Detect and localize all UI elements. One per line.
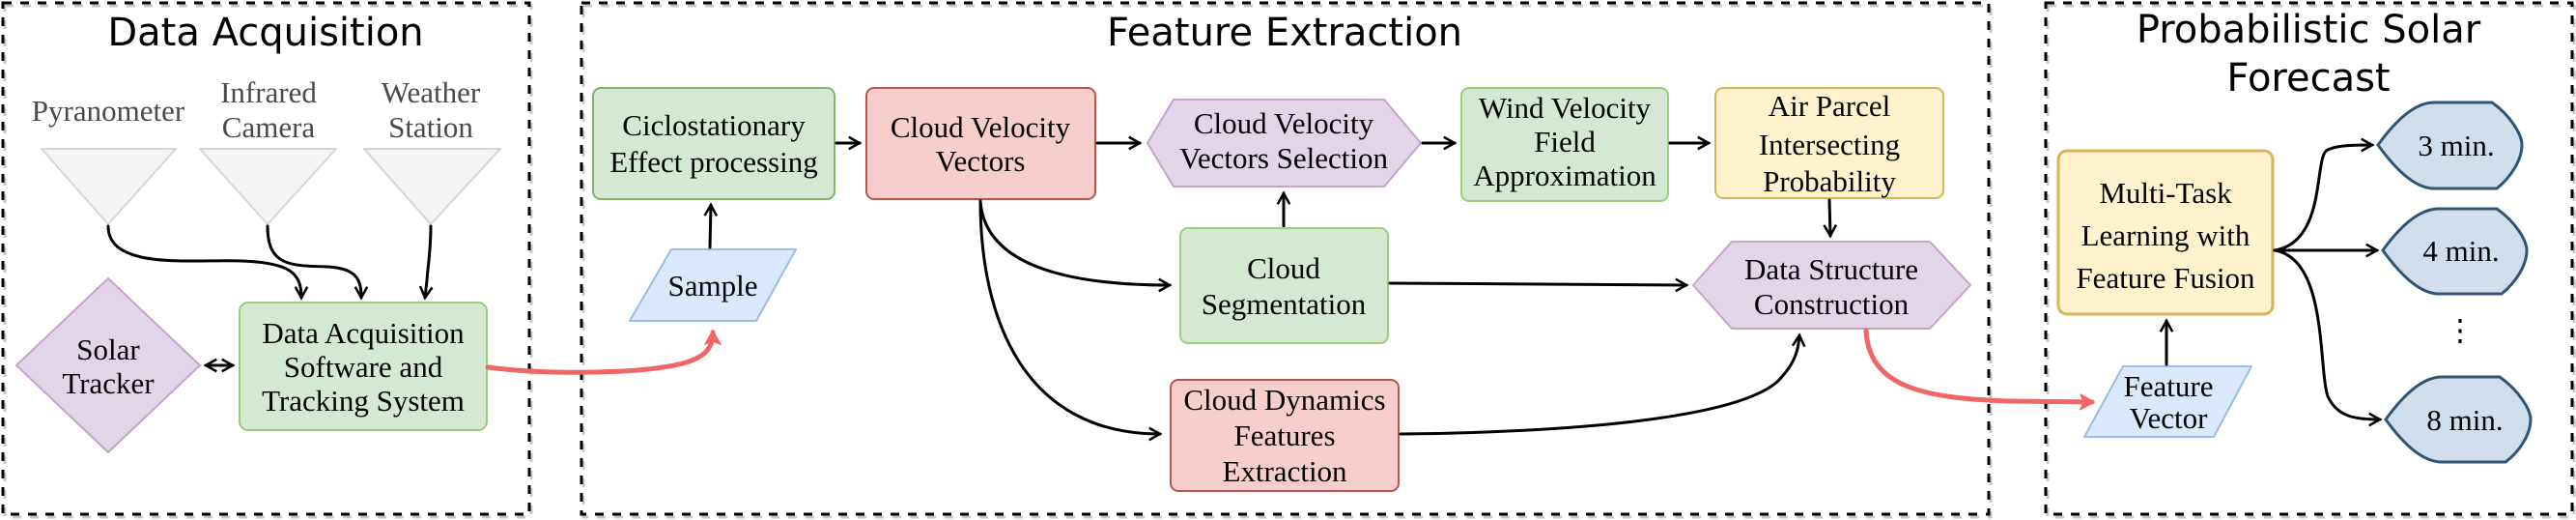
sensor-label: Station [388, 110, 473, 144]
panel-title-forecast-line2: Forecast [2226, 56, 2390, 101]
panel-title-extraction: Feature Extraction [1107, 11, 1462, 55]
edge-weather-to-daq [425, 224, 431, 298]
horizon-label: 3 min. [2418, 129, 2494, 162]
node-label: Data Acquisition [262, 316, 465, 350]
node-label: Air Parcel [1769, 89, 1891, 123]
node-label: Data Structure [1744, 252, 1918, 286]
teardrop-shape [2384, 375, 2533, 464]
box-shape [1170, 379, 1400, 492]
parallelogram-shape [2083, 365, 2252, 438]
node-label: Solar [76, 332, 140, 366]
node-label: Cloud Velocity [891, 110, 1071, 144]
node-label: Software and [284, 350, 443, 384]
node-label: Approximation [1473, 159, 1656, 192]
node-label: Tracker [62, 366, 155, 400]
node-label: Cloud [1247, 251, 1320, 285]
edge-daq-to-sample [485, 332, 713, 375]
sensor-triangle-shape [199, 148, 337, 225]
box-shape [1714, 87, 1944, 199]
box-shape [1460, 87, 1669, 202]
more-horizons-ellipsis: ⋮ [2446, 313, 2476, 347]
edge-dynamics-to-datastructure [1399, 335, 1799, 436]
node-label: Probability [1763, 164, 1896, 198]
node-wind-field[interactable]: Wind Velocity Field Approximation [1460, 87, 1669, 202]
node-label: Effect processing [609, 145, 818, 179]
node-label: Features [1233, 419, 1335, 452]
node-sample[interactable]: Sample [629, 248, 797, 322]
node-feature-vector[interactable]: Feature Vector [2083, 365, 2252, 438]
node-label: Multi-Task [2099, 176, 2232, 210]
node-label: Cloud Velocity [1194, 106, 1374, 140]
sensor-label: Weather [382, 75, 481, 109]
node-label: Vectors Selection [1179, 141, 1389, 175]
node-label: Wind Velocity [1479, 91, 1652, 125]
edge-segmentation-to-datastructure [1388, 283, 1686, 285]
node-label: Field [1534, 125, 1596, 159]
sensor-triangle-shape [41, 148, 177, 225]
node-label: Vector [2130, 401, 2209, 435]
edge-camera-to-daq [266, 224, 361, 298]
sensor-infrared-camera[interactable]: Infrared Camera [199, 75, 337, 225]
edge-mtl-to-8min [2273, 248, 2380, 419]
output-horizon-4min[interactable]: 4 min. [2381, 207, 2529, 296]
node-ciclostationary[interactable]: Ciclostationary Effect processing [592, 87, 835, 200]
node-cloud-dynamics[interactable]: Cloud Dynamics Features Extraction [1170, 379, 1400, 492]
node-air-parcel[interactable]: Air Parcel Intersecting Probability [1714, 87, 1944, 199]
edge-cvv-to-dynamics [978, 199, 1160, 434]
sensor-label: Camera [222, 110, 316, 144]
output-horizon-3min[interactable]: 3 min. [2376, 101, 2524, 190]
node-daq-system[interactable]: Data Acquisition Software and Tracking S… [239, 302, 488, 431]
node-cvv-selection[interactable]: Cloud Velocity Vectors Selection [1146, 99, 1422, 188]
node-label: Feature Fusion [2076, 261, 2255, 295]
horizon-label: 8 min. [2426, 403, 2503, 437]
box-shape [1179, 227, 1389, 344]
node-label: Feature [2124, 369, 2214, 403]
node-label: Construction [1754, 287, 1910, 321]
panel-title-forecast-line1: Probabilistic Solar [2137, 8, 2481, 52]
edge-cvv-to-segmentation [978, 199, 1170, 285]
edge-datastructure-to-featurevector [1863, 328, 2092, 402]
horizon-label: 4 min. [2422, 234, 2499, 268]
output-horizon-8min[interactable]: 8 min. [2384, 375, 2533, 464]
sensor-weather-station[interactable]: Weather Station [363, 75, 501, 225]
node-solar-tracker[interactable]: Solar Tracker [14, 276, 202, 454]
node-label: Extraction [1222, 454, 1347, 488]
panel-probabilistic-forecast [2044, 1, 2576, 519]
node-data-structure[interactable]: Data Structure Construction [1692, 241, 1971, 330]
panel-title-acquisition: Data Acquisition [107, 11, 423, 55]
node-label: Segmentation [1202, 287, 1367, 321]
hexagon-shape [1146, 99, 1422, 188]
edge-mtl-to-3min [2273, 145, 2372, 252]
node-multi-task-learning[interactable]: Multi-Task Learning with Feature Fusion [2056, 149, 2275, 316]
box-shape [865, 87, 1096, 200]
node-label: Cloud Dynamics [1183, 383, 1385, 417]
parallelogram-shape [629, 248, 797, 322]
node-label: Sample [668, 269, 758, 303]
edge-pyranometer-to-daq [106, 224, 301, 298]
teardrop-shape [2376, 101, 2524, 190]
sensor-label: Infrared [220, 75, 317, 109]
sensor-pyranometer[interactable]: Pyranometer [32, 94, 185, 225]
box-shape [2056, 149, 2275, 316]
diamond-shape [14, 276, 202, 454]
node-cloud-segmentation[interactable]: Cloud Segmentation [1179, 227, 1389, 344]
hexagon-shape [1692, 241, 1971, 330]
sensor-triangle-shape [363, 148, 501, 225]
node-label: Intersecting [1759, 128, 1900, 161]
sensor-label: Pyranometer [32, 94, 185, 128]
node-cloud-velocity-vectors[interactable]: Cloud Velocity Vectors [865, 87, 1096, 200]
box-shape [592, 87, 835, 200]
panel-feature-extraction [580, 1, 1993, 519]
edge-sample-to-ciclostationary [710, 205, 711, 249]
panel-data-acquisition [1, 1, 533, 519]
node-label: Vectors [936, 144, 1026, 178]
node-label: Tracking System [262, 384, 465, 418]
node-label: Ciclostationary [622, 108, 806, 142]
edge-airparcel-to-datastructure [1829, 198, 1830, 236]
teardrop-shape [2381, 207, 2529, 296]
node-label: Learning with [2081, 218, 2250, 252]
